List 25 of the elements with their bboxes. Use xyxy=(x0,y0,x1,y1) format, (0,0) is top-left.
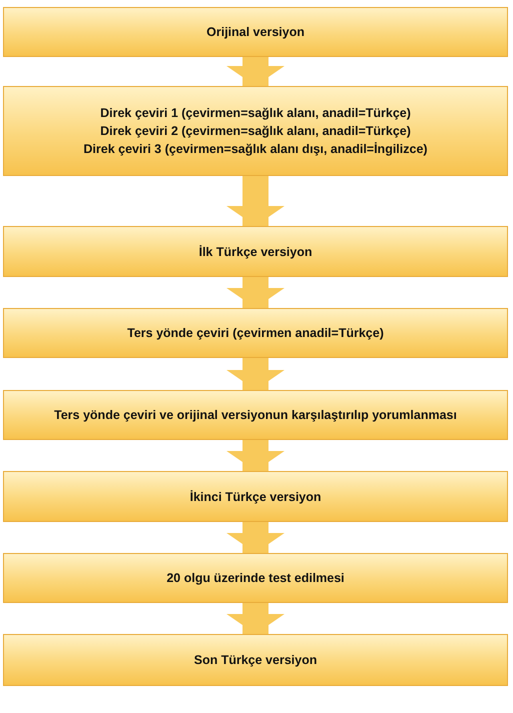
step-text: İkinci Türkçe versiyon xyxy=(190,490,322,504)
block-arrow xyxy=(226,522,284,553)
block-arrow xyxy=(226,603,284,634)
process-box xyxy=(3,471,508,522)
step-text: Direk çeviri 3 (çevirmen=sağlık alanı dışı, anadil=İngilizce) xyxy=(84,142,428,156)
process-box xyxy=(3,553,508,603)
step-text: Orijinal versiyon xyxy=(206,25,304,39)
block-arrow xyxy=(226,358,284,390)
step-text: Direk çeviri 1 (çevirmen=sağlık alanı, anadil=Türkçe) xyxy=(100,106,411,120)
step-text: Ters yönde çeviri (çevirmen anadil=Türkçe) xyxy=(127,326,384,340)
process-box xyxy=(3,634,508,686)
step-text: 20 olgu üzerinde test edilmesi xyxy=(166,571,344,585)
process-box xyxy=(3,390,508,440)
process-box xyxy=(3,226,508,277)
process-box xyxy=(3,86,508,176)
block-arrow xyxy=(226,176,284,226)
process-box xyxy=(3,308,508,358)
block-arrow xyxy=(226,440,284,471)
step-text: İlk Türkçe versiyon xyxy=(198,244,312,258)
block-arrow xyxy=(226,57,284,86)
block-arrow xyxy=(226,277,284,308)
step-text: Son Türkçe versiyon xyxy=(194,653,317,667)
step-text: Direk çeviri 2 (çevirmen=sağlık alanı, anadil=Türkçe) xyxy=(100,124,411,138)
process-box xyxy=(3,7,508,57)
step-text: Ters yönde çeviri ve orijinal versiyonun karşılaştırılıp yorumlanması xyxy=(54,408,457,422)
